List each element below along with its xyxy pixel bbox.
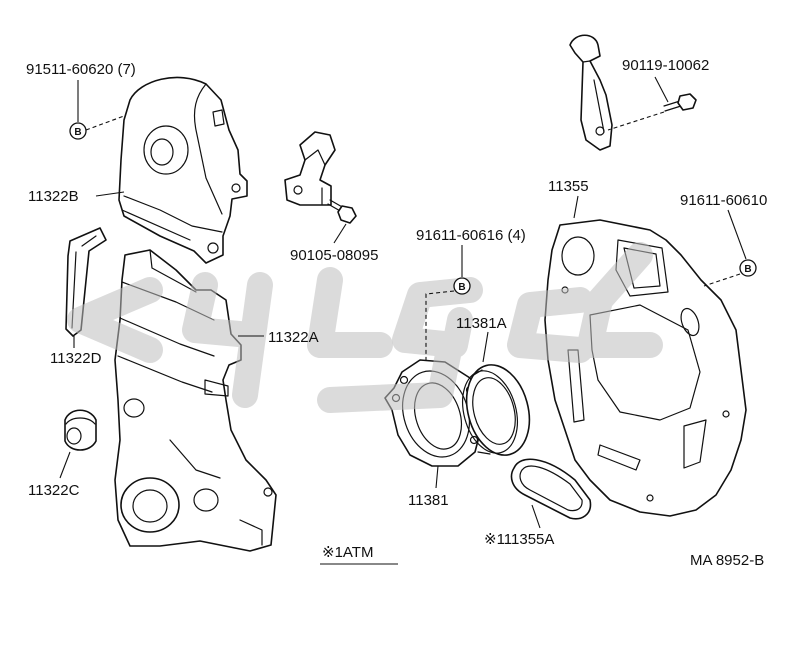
hook-bracket — [569, 34, 613, 151]
label-cover-lower: 11322A — [268, 329, 319, 346]
bolt-marker-plate: B — [739, 259, 757, 277]
bolt-marker-cover: B — [69, 122, 87, 140]
label-drawing-code: MA 8952-B — [690, 552, 764, 569]
label-cover-gasket: 11322D — [50, 350, 102, 367]
label-bolt-retainer: 91611-60616 (4) — [416, 227, 526, 244]
lower-timing-cover — [114, 249, 277, 552]
label-bolt-bracket: 90105-08095 — [290, 247, 378, 264]
bracket-bolt — [327, 199, 357, 224]
cover-bracket — [284, 131, 336, 206]
plate-cover — [510, 458, 592, 520]
label-cover-plug: 11322C — [28, 482, 80, 499]
hook-bolt — [663, 93, 697, 112]
label-cover-upper: 11322B — [28, 188, 79, 205]
label-bolt-hook: 90119-10062 — [622, 57, 709, 74]
oil-seal — [462, 364, 531, 456]
bolt-marker-letter: B — [744, 264, 751, 275]
label-bolt-cover: 91511-60620 (7) — [26, 61, 136, 78]
label-note-atm: ※1ATM — [322, 544, 373, 561]
label-seal-retainer: 11381 — [408, 492, 449, 509]
label-bolt-plate: 91611-60610 — [680, 192, 767, 209]
bolt-marker-retainer: B — [453, 277, 471, 295]
timing-cover-plug — [64, 409, 97, 451]
label-end-plate: 11355 — [548, 178, 589, 195]
bolt-marker-letter: B — [458, 282, 465, 293]
upper-timing-cover — [118, 76, 248, 264]
watermark — [67, 242, 663, 413]
label-plate-cover: ※111355A — [484, 531, 554, 548]
leader-lines — [59, 76, 747, 529]
bolt-marker-letter: B — [74, 127, 81, 138]
label-oil-seal: 11381A — [456, 315, 507, 332]
